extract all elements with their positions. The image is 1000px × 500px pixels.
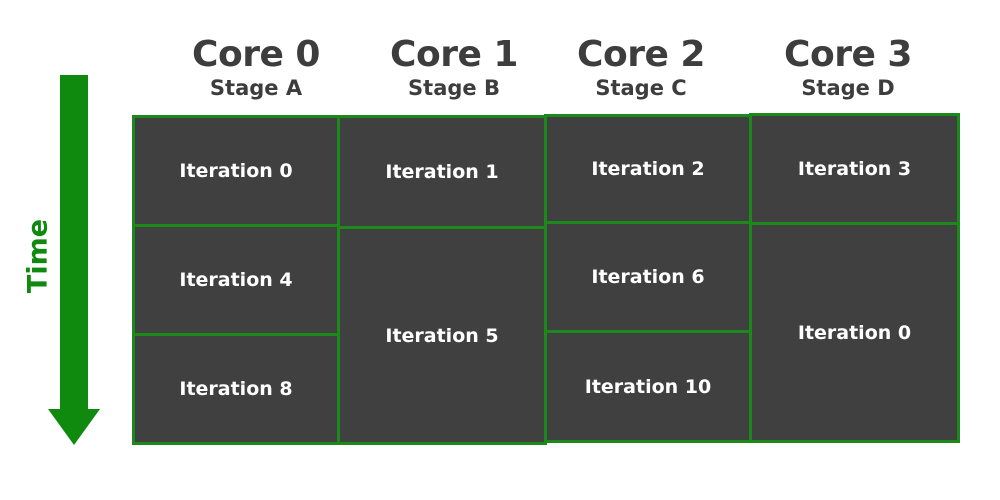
core-0-title: Core 0 [192, 34, 320, 75]
cell-label: Iteration 10 [584, 375, 712, 398]
iteration-cell: Iteration 0 [749, 222, 960, 443]
iteration-cell: Iteration 2 [544, 114, 752, 224]
cell-label: Iteration 0 [179, 160, 293, 182]
iteration-cell: Iteration 4 [132, 224, 340, 336]
cell-label: Iteration 0 [797, 321, 912, 344]
time-label: Time [22, 218, 54, 294]
core-2-stage: Stage C [595, 76, 687, 100]
iteration-cell: Iteration 5 [337, 226, 547, 445]
core-1-title: Core 1 [390, 34, 518, 75]
cell-label: Iteration 6 [591, 266, 705, 288]
cell-label: Iteration 2 [591, 158, 705, 180]
core-0-stage: Stage A [209, 76, 303, 100]
iteration-cell: Iteration 6 [544, 221, 752, 333]
iteration-cell: Iteration 1 [337, 115, 547, 229]
iteration-cell: Iteration 10 [544, 330, 752, 443]
core-3-title: Core 3 [784, 34, 912, 75]
core-3-stage: Stage D [801, 76, 895, 100]
iteration-cell: Iteration 0 [132, 115, 340, 227]
cell-label: Iteration 3 [797, 158, 912, 180]
iteration-cell: Iteration 3 [749, 113, 960, 225]
cell-label: Iteration 4 [179, 269, 293, 291]
core-2-title: Core 2 [577, 34, 705, 75]
arrow-down-icon [48, 75, 100, 445]
iteration-cell: Iteration 8 [132, 333, 340, 445]
core-1-stage: Stage B [408, 76, 500, 100]
cell-label: Iteration 5 [385, 324, 499, 347]
cell-label: Iteration 1 [385, 161, 499, 183]
cell-label: Iteration 8 [179, 378, 293, 400]
